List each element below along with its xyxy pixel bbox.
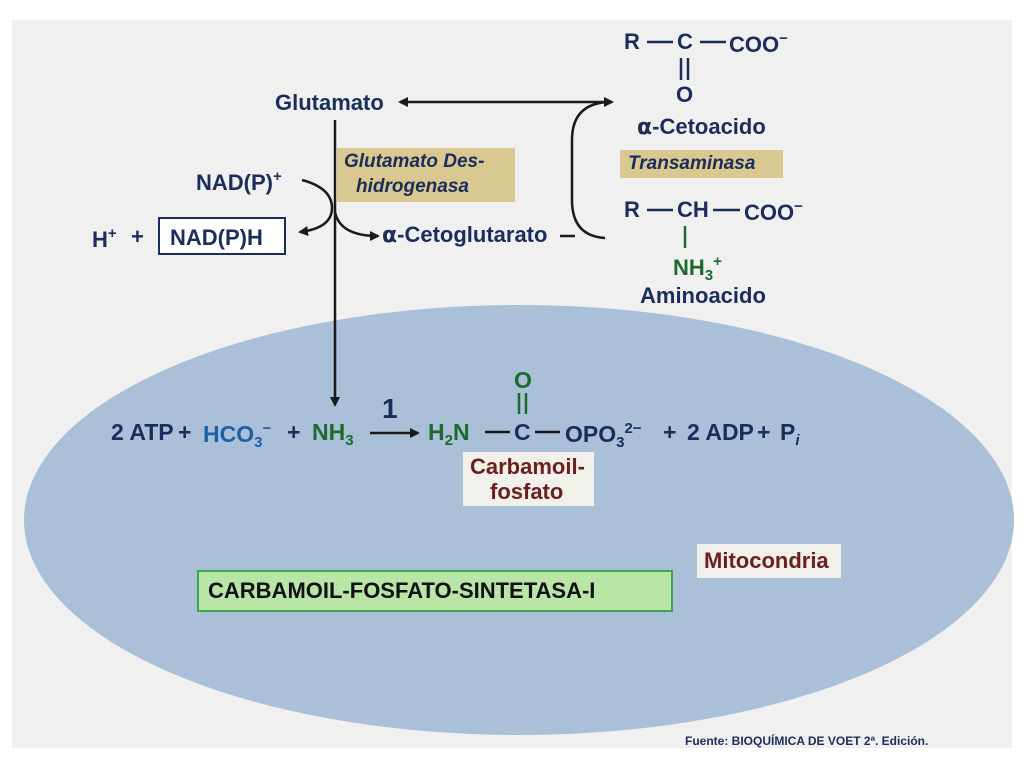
transaminasa-box [620, 150, 783, 178]
eq-ammonia-text: NH [312, 419, 346, 445]
h-plus-label: H+ [92, 226, 117, 251]
keto-coo: COO− [729, 31, 788, 56]
carbamoil-line2: fosfato [490, 479, 564, 504]
eq-atp: 2 ATP [111, 419, 174, 445]
eq-pi-sub: i [795, 432, 800, 449]
eq-ammonia-sub: 3 [345, 432, 354, 449]
eq-step-number: 1 [382, 393, 398, 424]
cetoacido-text: -Cetoacido [652, 114, 766, 139]
eq-phosphate-charge: 2− [624, 420, 642, 437]
h-plus-plus-sign: + [131, 224, 144, 249]
gdh-enzyme-box [337, 148, 515, 202]
amino-nh3: NH3+ [673, 254, 722, 283]
eq-plus-4: + [757, 419, 771, 445]
eq-amine-sub: 2 [444, 432, 453, 449]
cetoglutarato-alpha: α [382, 223, 398, 248]
amino-nh3-charge: + [713, 253, 722, 270]
transaminase-bracket [570, 100, 609, 240]
amino-nh3-text: NH [673, 255, 705, 280]
keto-r: R [624, 29, 640, 54]
nadp-curved-arrow [298, 178, 334, 236]
eq-bicarbonate-sub: 3 [254, 434, 263, 451]
keto-o: O [676, 82, 694, 107]
amino-coo-charge: − [794, 198, 803, 215]
gdh-enzyme-line2: hidrogenasa [356, 176, 469, 197]
cetoglutarato-label: α-Cetoglutarato [382, 224, 547, 247]
eq-amine-h: H [428, 419, 445, 445]
h-plus-text: H [92, 227, 108, 252]
mitocondria-label: Mitocondria [704, 548, 829, 573]
amino-ch: CH [677, 197, 709, 222]
glutamato-label: Glutamato [275, 90, 384, 115]
gdh-enzyme-line1: Glutamato Des- [344, 151, 485, 172]
eq-carbonyl-o: O [514, 367, 532, 393]
nadp-plus-label: NAD(P)+ [196, 169, 282, 194]
keto-c: C [677, 29, 693, 54]
keto-coo-text: COO [729, 32, 780, 57]
nadph-label: NAD(P)H [170, 225, 263, 250]
eq-plus-1: + [178, 419, 192, 445]
nadp-plus-charge: + [273, 168, 282, 185]
eq-amine-n: N [452, 419, 470, 445]
eq-phosphate: OPO32− [565, 421, 642, 450]
keto-coo-charge: − [779, 30, 788, 47]
cetoacido-label: α-Cetoacido [637, 116, 766, 139]
eq-ammonia: NH3 [312, 419, 354, 449]
eq-phosphate-text: OPO [565, 421, 617, 447]
mitochondria-shape [24, 305, 1014, 735]
eq-bicarbonate: HCO3− [203, 421, 271, 450]
eq-pi-p: P [780, 419, 796, 445]
carbamoil-line1: Carbamoil- [470, 454, 585, 479]
source-citation: Fuente: BIOQUÍMICA DE VOET 2ª. Edición. [685, 734, 929, 748]
enzyme-main-box [197, 570, 673, 612]
eq-carbonyl-c: C [514, 419, 531, 445]
nadp-plus-text: NAD(P) [196, 170, 273, 195]
amino-coo: COO− [744, 199, 803, 224]
aminoacido-label: Aminoacido [640, 283, 766, 308]
amino-r: R [624, 197, 640, 222]
h-plus-charge: + [107, 225, 117, 242]
eq-bicarbonate-charge: − [262, 420, 272, 437]
eq-amine: H2N [428, 419, 470, 449]
mitocondria-box [697, 544, 841, 578]
eq-bicarbonate-text: HCO [203, 421, 255, 447]
eq-adp: 2 ADP [687, 419, 754, 445]
to-cetoglutarato-arrow [333, 211, 380, 241]
eq-plus-3: + [663, 419, 677, 445]
nadph-box: NAD(P)H [158, 217, 286, 255]
carbamoil-box [463, 452, 594, 506]
eq-plus-2: + [287, 419, 301, 445]
amino-coo-text: COO [744, 200, 795, 225]
eq-phosphate-sub: 3 [616, 434, 625, 451]
cetoacido-alpha: α [637, 115, 653, 140]
enzyme-main-label: CARBAMOIL-FOSFATO-SINTETASA-I [208, 578, 596, 603]
cetoglutarato-text: -Cetoglutarato [397, 222, 548, 247]
transaminasa-label: Transaminasa [628, 153, 756, 174]
amino-nh3-sub: 3 [704, 267, 714, 284]
eq-phosphate-inorganic: Pi [780, 419, 800, 449]
